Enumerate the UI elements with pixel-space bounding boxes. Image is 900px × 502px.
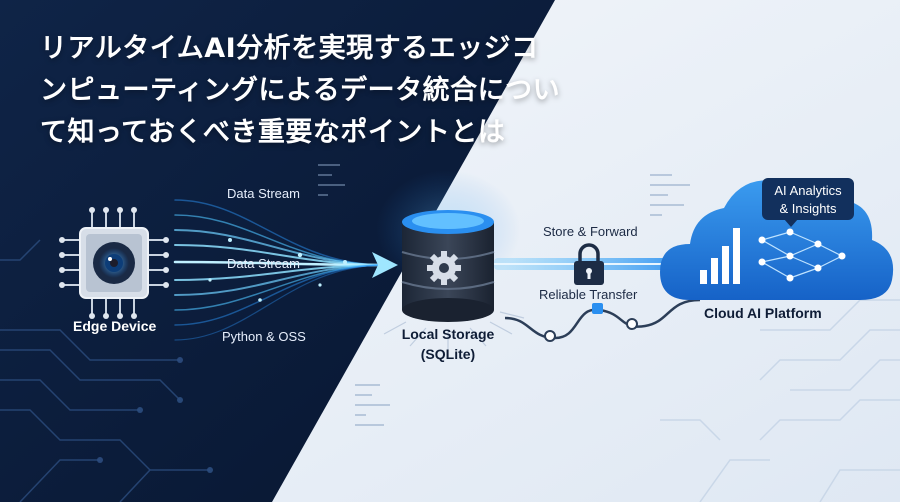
ai-analytics-badge: AI Analytics & Insights	[762, 178, 854, 227]
badge-line1: AI Analytics	[774, 183, 842, 198]
storage-rays	[383, 311, 525, 352]
storage-label-line1: Local Storage	[401, 326, 495, 342]
cloud-platform-label: Cloud AI Platform	[704, 305, 822, 321]
stream-label-middle: Data Stream	[227, 256, 300, 271]
database-gear-icon	[376, 170, 520, 322]
stream-arrowhead	[372, 252, 398, 278]
reliable-transfer-line	[504, 298, 701, 342]
dark-panel	[0, 0, 555, 502]
circuit-traces-right	[660, 299, 900, 502]
edge-device-icon	[59, 207, 169, 319]
storage-label-line2: (SQLite)	[420, 346, 476, 362]
edge-device-label: Edge Device	[73, 318, 157, 334]
stream-particles	[208, 238, 347, 302]
badge-line2: & Insights	[779, 201, 837, 216]
stream-label-bottom: Python & OSS	[222, 329, 306, 344]
title-line-3: て知っておくべき重要なポイントとは	[40, 117, 506, 148]
storage-label: Local Storage (SQLite)	[393, 324, 503, 364]
data-streams	[173, 199, 387, 341]
lock-icon	[574, 243, 604, 285]
title-line-2: ンピューティングによるデータ統合につい	[40, 75, 561, 106]
stream-label-top: Data Stream	[227, 186, 300, 201]
title-line-1: リアルタイムAI分析を実現するエッジコ	[40, 33, 539, 64]
page-title: リアルタイムAI分析を実現するエッジコ ンピューティングによるデータ統合につい …	[40, 28, 560, 154]
store-forward-label: Store & Forward	[543, 224, 638, 239]
reliable-transfer-label: Reliable Transfer	[539, 287, 638, 302]
circuit-traces-left	[0, 239, 210, 502]
code-fragments	[318, 164, 690, 426]
